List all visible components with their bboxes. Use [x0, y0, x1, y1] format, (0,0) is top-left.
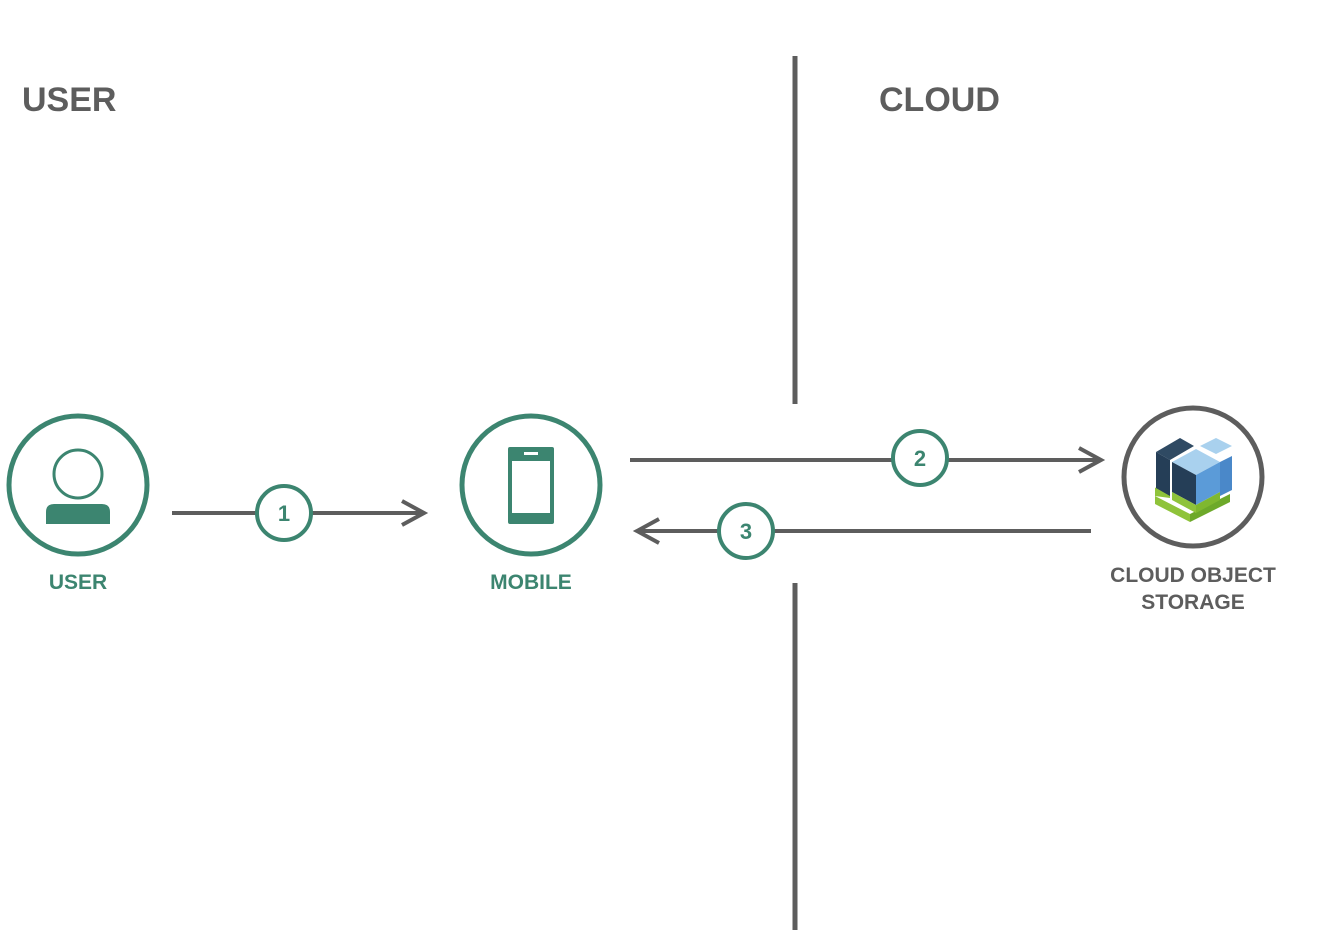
arrow-step-3: [632, 517, 1091, 545]
step-2-number: 2: [914, 446, 926, 471]
mobile-node[interactable]: [459, 413, 603, 557]
cloud-object-storage-icon: [1155, 438, 1232, 522]
step-2-badge: 2: [891, 429, 949, 487]
user-node-label: USER: [49, 571, 107, 594]
user-node-circle: [6, 413, 150, 557]
storage-node-label-line2: STORAGE: [1141, 591, 1244, 614]
storage-node-label-line1: CLOUD OBJECT: [1110, 564, 1276, 587]
person-icon: [46, 448, 110, 524]
section-title-cloud: CLOUD: [879, 81, 1000, 119]
step-3-badge: 3: [717, 502, 775, 560]
cloud-object-storage-node[interactable]: [1121, 405, 1265, 549]
step-3-number: 3: [740, 519, 752, 544]
user-node[interactable]: [6, 413, 150, 557]
section-title-user: USER: [22, 81, 116, 119]
step-1-number: 1: [278, 501, 290, 526]
mobile-node-label: MOBILE: [490, 571, 572, 594]
step-1-badge: 1: [255, 484, 313, 542]
arrow-step-2: [630, 446, 1106, 474]
mobile-phone-icon: [508, 447, 554, 524]
